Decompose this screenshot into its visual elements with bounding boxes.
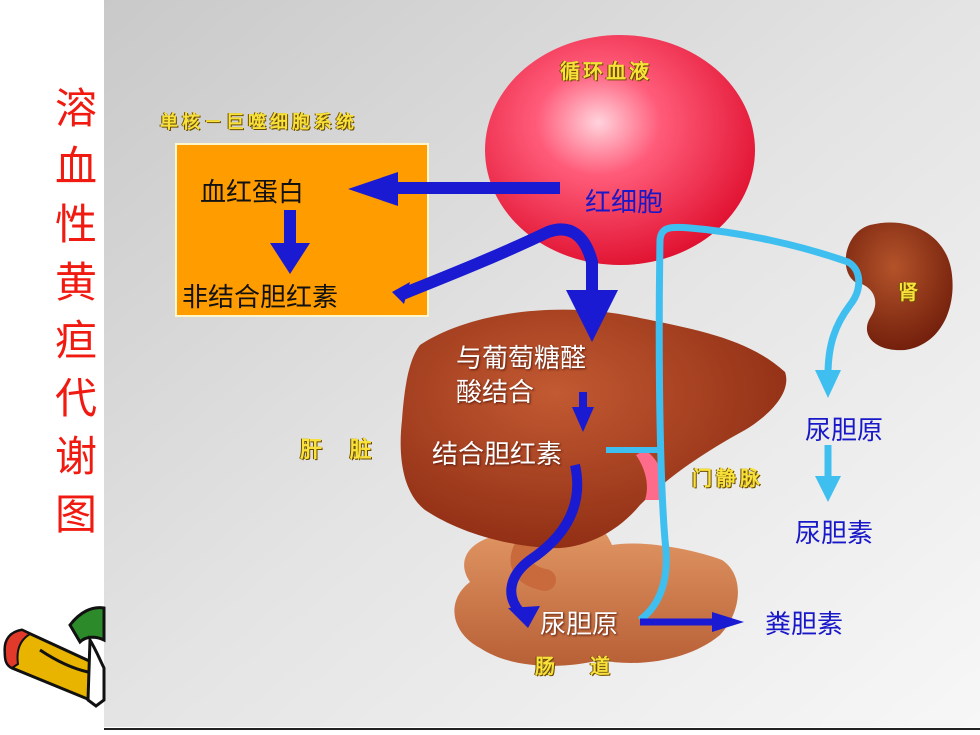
portal-vein-shape — [636, 450, 665, 500]
title-char: 谢 — [54, 432, 97, 481]
title-char: 疸 — [54, 316, 97, 365]
pencil-icon — [3, 606, 106, 708]
dark-arrow-head-stercobilin — [712, 612, 744, 632]
dark-arrow-head-liver — [566, 290, 618, 342]
kidney-shape — [845, 222, 953, 351]
label-glucuronide: 与葡萄糖醛 — [456, 344, 587, 374]
light-arrow-head-2 — [815, 476, 841, 502]
label-liver: 肝 脏 — [300, 438, 382, 463]
label-intestine: 肠 道 — [535, 654, 624, 678]
rbc-sphere — [485, 35, 755, 265]
dark-arrow-head-conj — [572, 407, 594, 432]
light-arrow-head-1 — [815, 370, 841, 398]
title-char: 黄 — [54, 258, 97, 307]
dark-arrow-head-intestine — [508, 606, 540, 628]
label-stercobilin: 粪胆素 — [765, 610, 844, 640]
mono-system-box — [175, 143, 429, 317]
label-conj-bilirubin: 结合胆红素 — [432, 440, 563, 470]
light-arrow-urobilinogen-loop — [637, 223, 863, 623]
dark-arrow-head-unconj-tail — [392, 282, 410, 304]
label-unconj-bilirubin: 非结合胆红素 — [182, 283, 339, 313]
dark-arrow-unconj-back — [397, 223, 598, 301]
dark-arrow-conj-to-intestine — [506, 463, 583, 616]
label-urobilinogen-intestine: 尿胆原 — [540, 610, 619, 640]
dark-arrow-head-unconj — [270, 243, 310, 274]
dark-arrow-head-hb — [348, 172, 398, 206]
label-mono-system: 单核－巨噬细胞系统 — [160, 112, 358, 133]
label-hemoglobin: 血红蛋白 — [200, 178, 305, 208]
label-glucuronide-2: 酸结合 — [456, 378, 535, 408]
label-circulation: 循环血液 — [560, 59, 652, 83]
label-kidney: 肾 — [898, 280, 918, 304]
title-char: 溶 — [54, 84, 97, 133]
label-portal-vein: 门静脉 — [692, 466, 764, 490]
label-urobilinogen-kidney: 尿胆原 — [805, 416, 884, 446]
title-char: 图 — [54, 490, 97, 539]
label-rbc: 红细胞 — [585, 188, 664, 218]
title-char: 代 — [54, 374, 97, 423]
title-char: 性 — [54, 200, 97, 249]
liver-shape — [400, 309, 787, 549]
vertical-title: 溶 血 性 黄 疸 代 谢 图 — [48, 80, 104, 544]
label-urobilin: 尿胆素 — [795, 519, 874, 549]
title-char: 血 — [54, 142, 97, 191]
